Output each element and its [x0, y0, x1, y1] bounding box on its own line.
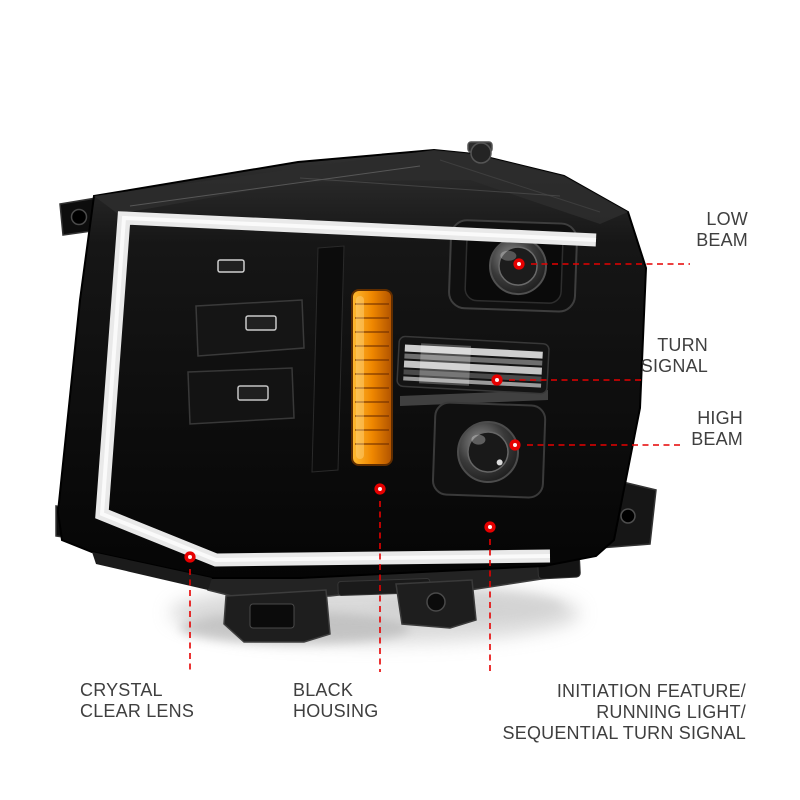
adjuster-cap: [467, 141, 493, 164]
callout-dots: [184, 258, 525, 563]
low-beam-label: LOW BEAM: [696, 209, 748, 250]
initiation-feature-dot: [484, 521, 496, 533]
black-housing-dot: [374, 483, 386, 495]
crystal-clear-lens-label: CRYSTAL CLEAR LENS: [80, 680, 195, 721]
initiation-feature-label: INITIATION FEATURE/ RUNNING LIGHT/ SEQUE…: [502, 681, 746, 743]
turn-signal-lamp: [396, 335, 550, 395]
high-beam-projector: [431, 401, 547, 499]
crystal-clear-lens-dot: [184, 551, 196, 563]
low-beam-dot: [513, 258, 525, 270]
high-beam-dot: [509, 439, 521, 451]
high-beam-label: HIGH BEAM: [691, 408, 743, 449]
housing-interior: [187, 245, 548, 473]
turn-signal-label: TURN SIGNAL: [640, 335, 708, 376]
callout-lines: [189, 263, 690, 674]
black-housing-label: BLACK HOUSING: [293, 680, 379, 721]
amber-side-reflector: [351, 289, 393, 466]
turn-signal-dot: [491, 374, 503, 386]
c-light-bar: [95, 211, 597, 567]
